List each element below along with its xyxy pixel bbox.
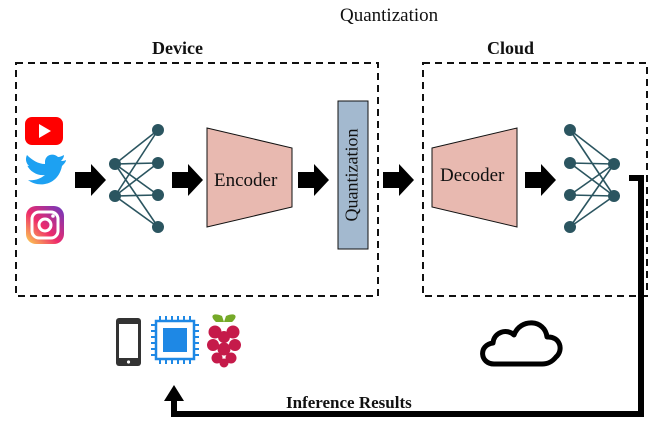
twitter-icon [25,154,67,185]
device-title: Device [152,38,203,58]
device-neural-network [109,124,164,233]
arrow-to-encoder [172,164,203,196]
arrow-to-network [75,164,106,196]
arrow-to-decoder [383,164,414,196]
feedback-arrowhead [164,385,184,401]
encoder-label: Encoder [214,170,278,191]
cloud-neural-network [564,124,620,233]
cloud-title: Cloud [487,38,535,58]
instagram-icon [26,206,64,244]
inference-results-label: Inference Results [286,393,412,412]
quantization-label: Quantization [341,128,362,222]
encoder-block [206,127,293,228]
arrow-to-cloud-network [525,164,556,196]
decoder-block [431,127,518,228]
arrow-to-quantization [298,164,329,196]
cloud-box [422,62,648,297]
chip-icon [151,316,199,364]
youtube-icon [25,117,63,145]
quantization-top-label: Quantization [340,5,439,26]
raspberry-pi-icon [207,314,241,368]
smartphone-icon [116,318,141,366]
inference-feedback-line [171,175,644,417]
decoder-label: Decoder [440,165,505,186]
device-box [15,62,379,297]
cloud-icon [480,320,563,367]
quantization-block [337,100,369,250]
